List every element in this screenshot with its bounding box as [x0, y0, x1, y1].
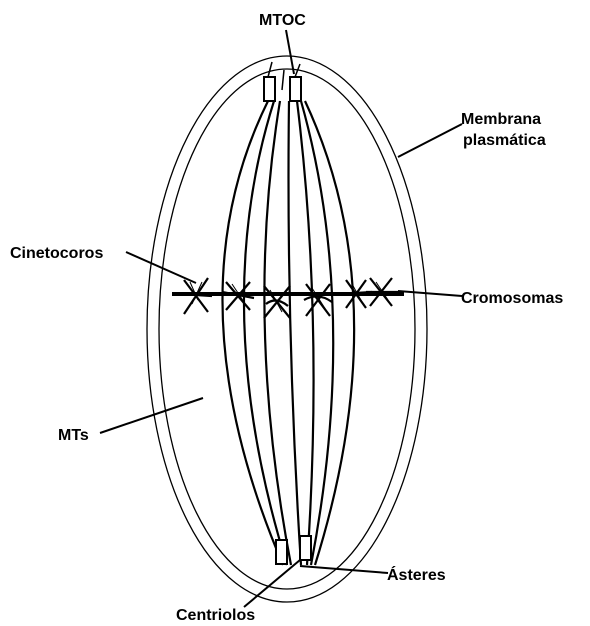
chromosome: [264, 286, 290, 318]
cell-membrane: [147, 56, 427, 602]
centriole: [290, 77, 301, 101]
membrana-leader: [398, 124, 462, 157]
centriole: [276, 540, 287, 564]
label-membrana-line2: plasmática: [463, 132, 546, 149]
spindle-microtubules: [222, 101, 354, 565]
labels: MTOC Membrana plasmática Cinetocoros Cro…: [10, 12, 563, 624]
label-mts: MTs: [58, 427, 89, 444]
cromosomas-leader: [398, 291, 462, 296]
leader-lines: [100, 30, 462, 607]
mtoc-leader: [286, 30, 294, 74]
label-membrana-line1: Membrana: [461, 111, 541, 128]
microtubule: [222, 101, 283, 565]
top-centrioles: [264, 62, 301, 101]
label-asteres: Ásteres: [387, 565, 446, 584]
microtubule: [289, 101, 302, 565]
chromosome: [304, 284, 332, 316]
bottom-centrioles: [276, 536, 311, 564]
membrane-outer: [147, 56, 427, 602]
centriole: [264, 77, 275, 101]
label-mtoc: MTOC: [259, 12, 306, 29]
label-cromosomas: Cromosomas: [461, 290, 563, 307]
chromosome: [366, 278, 398, 306]
membrane-inner: [159, 69, 415, 589]
centriole: [300, 536, 311, 560]
metaphase-plate: [172, 278, 404, 318]
mts-leader: [100, 398, 203, 433]
label-cinetocoros: Cinetocoros: [10, 245, 103, 262]
label-centriolos: Centriolos: [176, 607, 255, 624]
asteres-leader: [300, 566, 388, 573]
microtubule: [297, 101, 314, 565]
microtubule: [301, 101, 333, 565]
